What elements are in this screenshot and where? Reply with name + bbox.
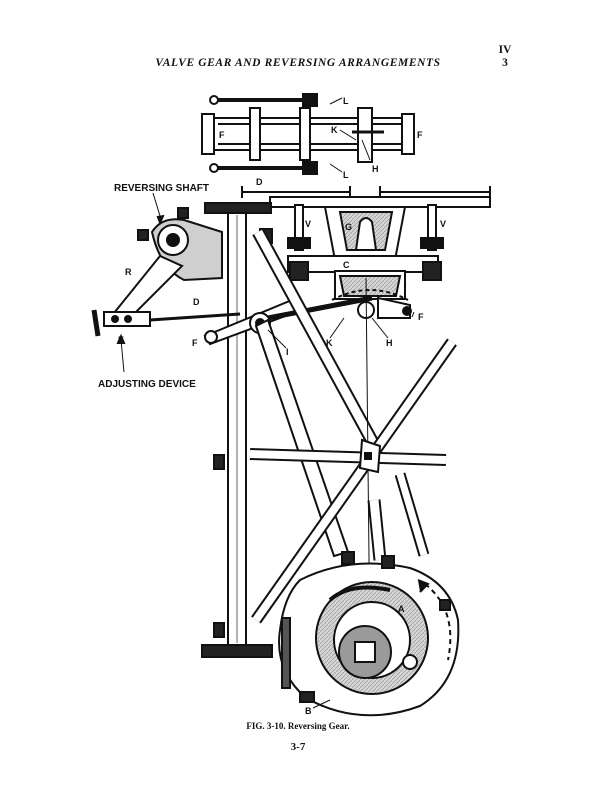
callout-top-l1: L bbox=[343, 96, 349, 106]
callout-c: C bbox=[343, 260, 350, 270]
callout-top-l2: L bbox=[343, 170, 349, 180]
plan-view bbox=[201, 93, 415, 175]
figure-caption: FIG. 3-10. Reversing Gear. bbox=[246, 721, 350, 731]
section-number: IV 3 bbox=[490, 44, 520, 70]
lever-and-rods bbox=[203, 228, 430, 558]
callout-v-right: V bbox=[440, 219, 446, 229]
chapter-number: IV bbox=[498, 44, 512, 56]
callout-top-h: H bbox=[372, 164, 379, 174]
callout-top-k: K bbox=[331, 125, 338, 135]
callout-h: H bbox=[386, 338, 393, 348]
callouts: REVERSING SHAFT ADJUSTING DEVICE L L K H… bbox=[98, 96, 446, 716]
callout-r: R bbox=[125, 267, 132, 277]
callout-g: G bbox=[345, 222, 352, 232]
reversing-shaft-bracket bbox=[108, 207, 223, 322]
callout-d-rod: D bbox=[193, 297, 200, 307]
leader-lines bbox=[116, 192, 415, 709]
callout-top-f-right: F bbox=[417, 130, 423, 140]
valve-spindles bbox=[287, 204, 444, 281]
callout-f-lever-left: F bbox=[192, 338, 198, 348]
callout-k: K bbox=[326, 338, 333, 348]
callout-d-bedplate: D bbox=[256, 177, 263, 187]
callout-f-right: F bbox=[418, 312, 424, 322]
adjusting-device bbox=[91, 309, 241, 337]
callout-e: E bbox=[118, 335, 124, 345]
callout-reversing-shaft: REVERSING SHAFT bbox=[114, 183, 209, 194]
running-head: VALVE GEAR AND REVERSING ARRANGEMENTS bbox=[155, 57, 441, 69]
callout-i: I bbox=[286, 347, 289, 357]
cross-rods bbox=[249, 277, 457, 653]
cam-housing bbox=[278, 551, 460, 717]
page-number: 3-7 bbox=[290, 741, 306, 753]
callout-b: B bbox=[305, 706, 312, 716]
callout-top-f-left: F bbox=[219, 130, 225, 140]
section-label: 3 bbox=[502, 57, 508, 69]
callout-a: A bbox=[398, 604, 405, 614]
callout-v-left: V bbox=[305, 219, 311, 229]
callout-adjusting-device: ADJUSTING DEVICE bbox=[98, 379, 196, 390]
